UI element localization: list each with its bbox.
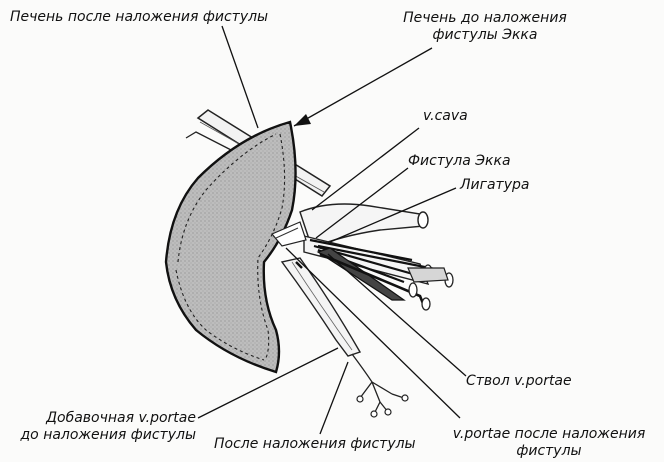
liver-shape bbox=[164, 120, 297, 374]
leader-fistula bbox=[315, 167, 409, 239]
fistula-vessel-bundle bbox=[271, 203, 454, 311]
label-trunk: Ствол v.portae bbox=[466, 373, 572, 389]
label-fistula: Фистула Экка bbox=[408, 153, 511, 169]
leader-ligature bbox=[329, 187, 457, 243]
label-liver-before: Печень до наложения фистулы Экка bbox=[403, 10, 567, 43]
leader-after-fistula bbox=[319, 361, 349, 435]
label-portae-after: v.portae после наложения фистулы bbox=[452, 426, 646, 459]
label-accessory: Добавочная v.portae до наложения фистулы bbox=[20, 410, 197, 443]
label-after-fistula: После наложения фистулы bbox=[214, 436, 416, 452]
leader-vcava bbox=[311, 127, 420, 211]
leader-accessory bbox=[197, 347, 339, 419]
arrowhead-icon bbox=[294, 114, 311, 126]
portal-vein-lower bbox=[280, 257, 409, 418]
leader-liver-before bbox=[293, 47, 433, 127]
label-vcava: v.cava bbox=[423, 108, 468, 124]
label-ligature: Лигатура bbox=[460, 177, 530, 193]
leader-portae-after bbox=[285, 247, 461, 419]
leader-lines bbox=[197, 25, 467, 435]
label-liver-after: Печень после наложения фистулы bbox=[10, 9, 269, 25]
leader-trunk bbox=[327, 253, 467, 377]
leader-liver-after bbox=[221, 25, 259, 129]
